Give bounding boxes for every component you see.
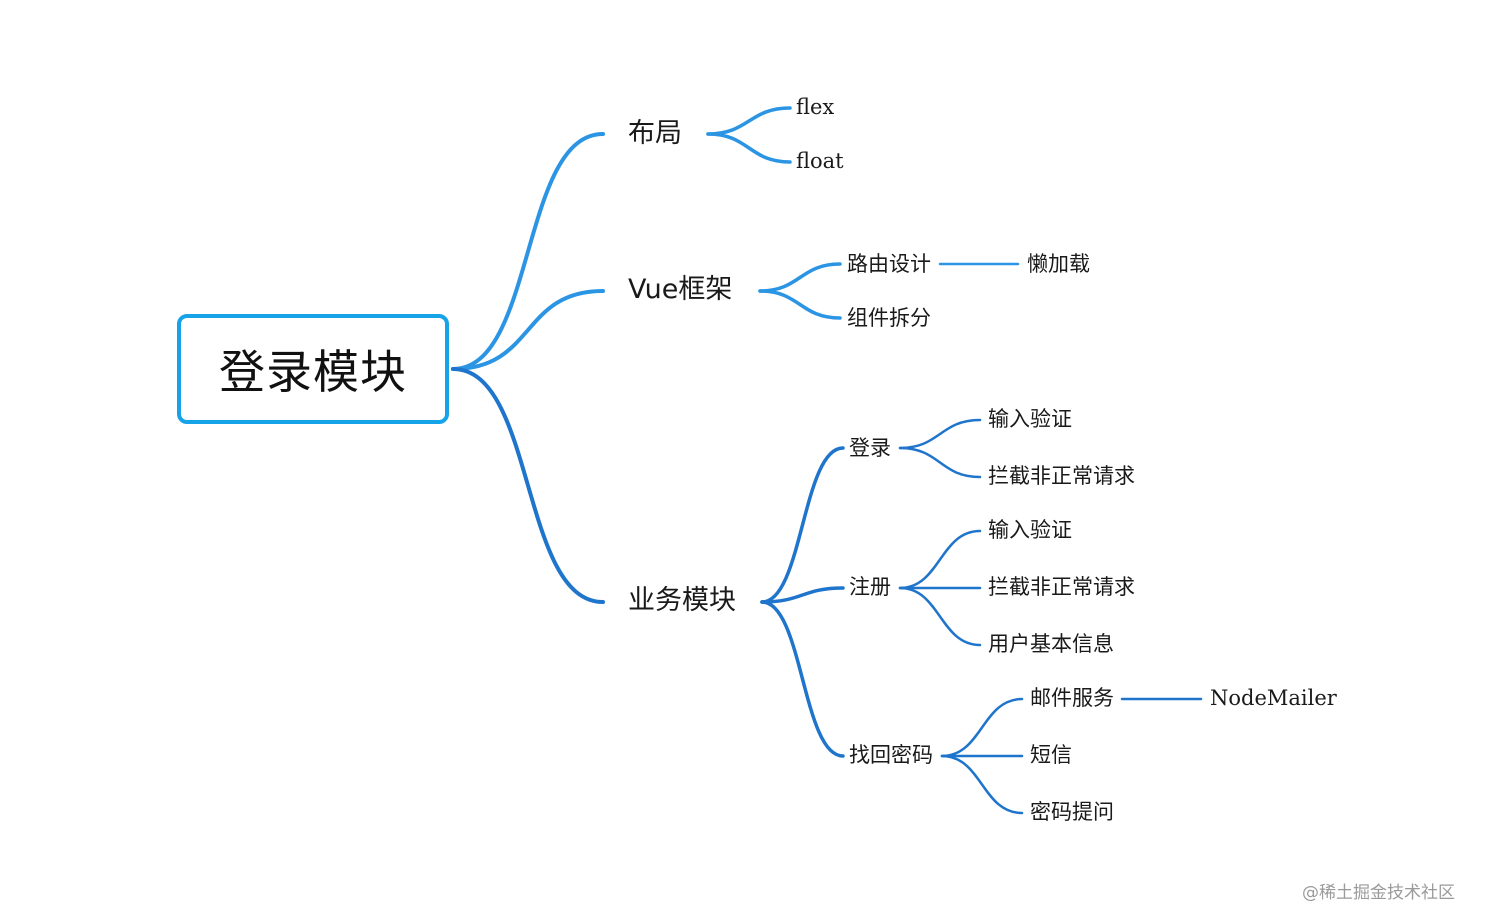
node-mail-service[interactable]: 邮件服务 xyxy=(1030,686,1114,710)
edge-recover-question xyxy=(940,754,1024,815)
edge-register-validation xyxy=(898,529,982,590)
edge-layout-flex xyxy=(706,106,792,136)
node-user-basic-info[interactable]: 用户基本信息 xyxy=(988,632,1114,656)
edge-root-vue xyxy=(451,289,605,371)
node-register[interactable]: 注册 xyxy=(849,575,891,599)
node-nodemailer[interactable]: NodeMailer xyxy=(1210,686,1337,710)
watermark: @稀土掘金技术社区 xyxy=(1302,883,1455,903)
node-sms[interactable]: 短信 xyxy=(1030,743,1072,767)
branch-layout[interactable]: 布局 xyxy=(628,118,682,149)
edge-layout-float xyxy=(706,132,792,164)
node-recover-password[interactable]: 找回密码 xyxy=(849,743,933,767)
node-flex[interactable]: flex xyxy=(796,95,835,119)
edge-business-recover xyxy=(760,600,845,758)
edge-vue-component xyxy=(758,289,842,320)
edge-root-business xyxy=(451,367,605,604)
node-login-block-abnormal[interactable]: 拦截非正常请求 xyxy=(988,464,1135,488)
edge-recover-mail xyxy=(940,697,1024,758)
branch-business-modules[interactable]: 业务模块 xyxy=(628,585,736,616)
edge-vue-route xyxy=(758,262,842,293)
edge-root-layout xyxy=(451,132,605,371)
root-node[interactable]: 登录模块 xyxy=(177,314,449,424)
node-component-split[interactable]: 组件拆分 xyxy=(847,306,931,330)
node-lazy-load[interactable]: 懒加载 xyxy=(1027,252,1090,276)
edge-business-login xyxy=(760,446,845,604)
edge-login-block xyxy=(898,446,982,479)
node-route-design[interactable]: 路由设计 xyxy=(847,252,931,276)
node-float[interactable]: float xyxy=(796,149,844,173)
branch-vue-framework[interactable]: Vue框架 xyxy=(628,274,733,305)
edge-login-validation xyxy=(898,418,982,450)
edge-register-info xyxy=(898,586,982,647)
node-login[interactable]: 登录 xyxy=(849,436,891,460)
node-security-question[interactable]: 密码提问 xyxy=(1030,800,1114,824)
root-node-label: 登录模块 xyxy=(219,345,407,399)
edge-business-register xyxy=(760,586,845,604)
node-register-block-abnormal[interactable]: 拦截非正常请求 xyxy=(988,575,1135,599)
node-register-input-validation[interactable]: 输入验证 xyxy=(988,518,1072,542)
node-login-input-validation[interactable]: 输入验证 xyxy=(988,407,1072,431)
